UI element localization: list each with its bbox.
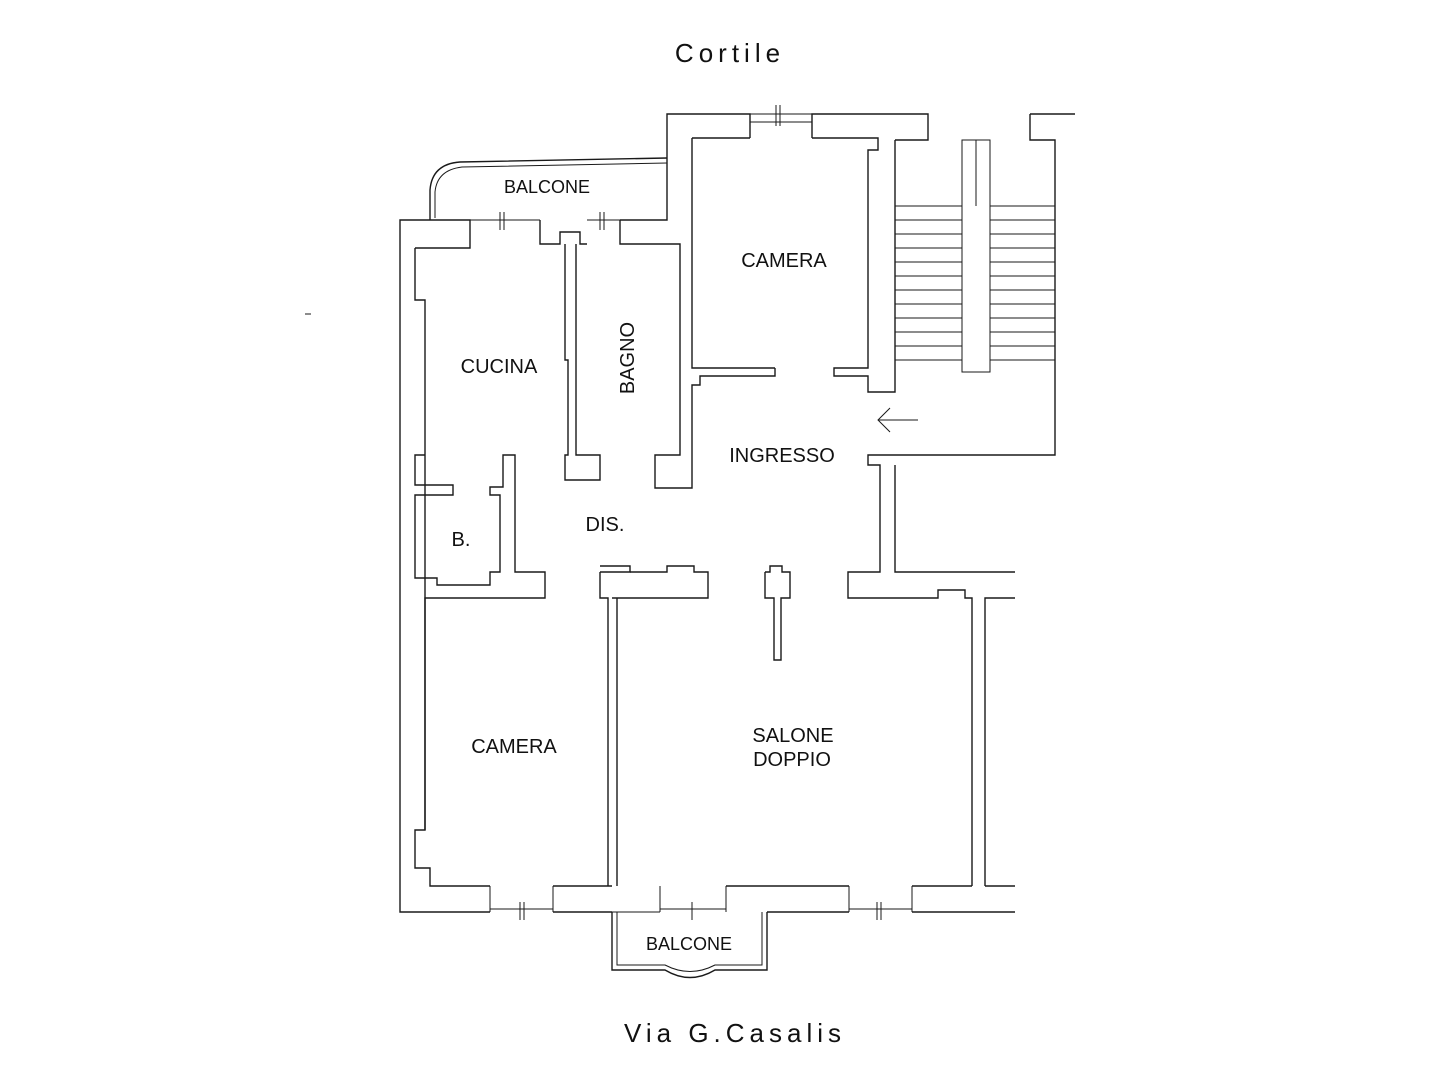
room-camera-top: CAMERA [691, 137, 896, 393]
balcony-bottom: BALCONE [611, 912, 768, 979]
salone-label-line1: SALONE [752, 725, 833, 747]
room-bagno-small: B. [452, 529, 471, 551]
bagno-small-label: B. [452, 529, 471, 551]
exterior-walls [399, 105, 1075, 920]
balcony-top: BALCONE [429, 157, 668, 220]
room-camera-bottom: CAMERA [471, 565, 709, 886]
arrow-left-icon [877, 407, 918, 433]
ingresso-label: INGRESSO [729, 445, 835, 467]
staircase-icon [895, 139, 1055, 373]
bagno-label: BAGNO [617, 322, 639, 394]
salone-label-line2: DOPPIO [753, 749, 831, 771]
room-disimpegno: DIS. [586, 514, 625, 536]
balcony-top-label: BALCONE [504, 177, 590, 197]
room-ingresso: INGRESSO [729, 407, 1015, 886]
courtyard-label: Cortile [675, 38, 785, 68]
camera-top-label: CAMERA [741, 250, 827, 272]
room-cucina: CUCINA [414, 244, 601, 830]
cucina-label: CUCINA [461, 356, 538, 378]
room-salone: SALONE DOPPIO [752, 565, 834, 771]
balcony-bottom-label: BALCONE [646, 934, 732, 954]
disimpegno-label: DIS. [586, 514, 625, 536]
street-label: Via G.Casalis [624, 1018, 846, 1048]
camera-bottom-label: CAMERA [471, 736, 557, 758]
room-bagno: BAGNO [617, 243, 776, 489]
